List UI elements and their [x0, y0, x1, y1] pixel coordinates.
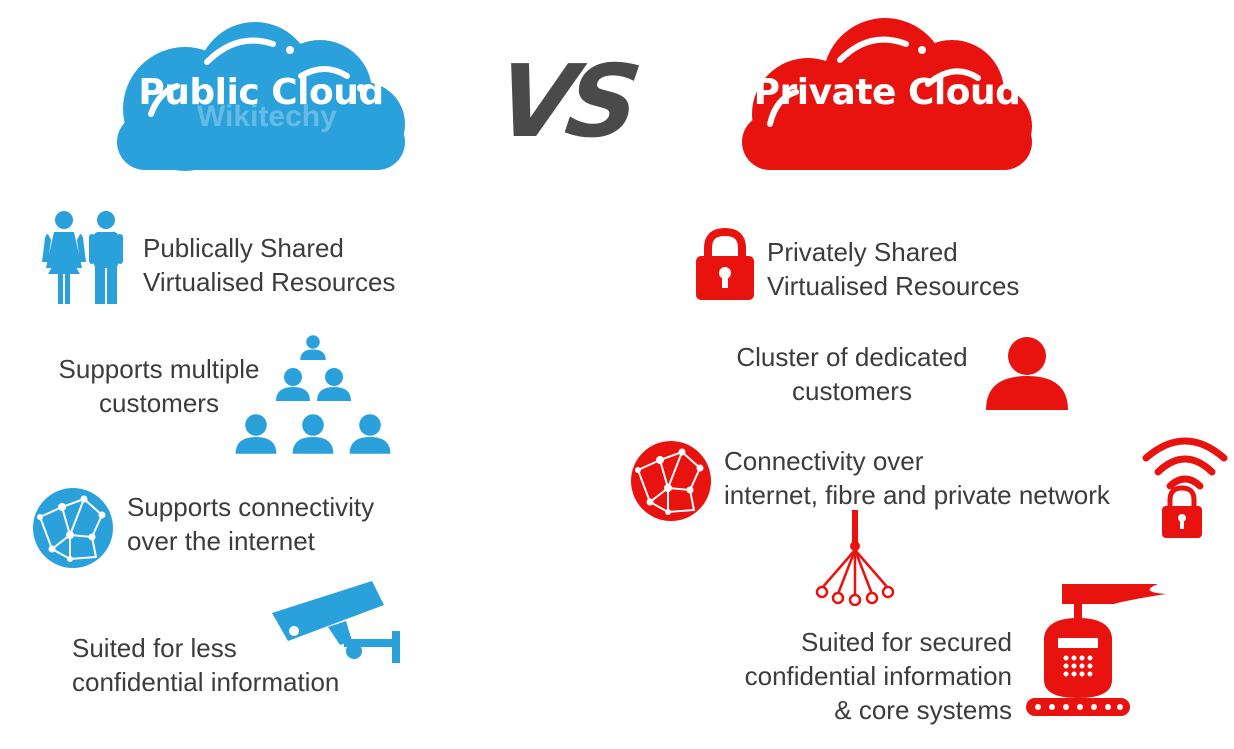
public-item-4-text: Suited for less confidential information — [72, 633, 340, 697]
globe-network-icon — [631, 441, 711, 521]
globe-network-icon — [33, 488, 113, 568]
public-item-1-text: Publically Shared Virtualised Resources — [143, 233, 396, 297]
padlock-icon — [696, 228, 754, 300]
user-icon — [986, 337, 1068, 410]
cloud-shape-private — [742, 18, 1032, 170]
private-item-3-text: Connectivity over internet, fibre and pr… — [724, 446, 1110, 510]
private-item-2-text: Cluster of dedicated customers — [736, 342, 968, 406]
public-item-3-text: Supports connectivity over the internet — [127, 492, 375, 556]
group-pyramid-icon — [235, 335, 391, 454]
public-item-2-text: Supports multiple customers — [58, 354, 260, 418]
people-icon — [42, 211, 123, 304]
wifi-lock-icon — [1142, 437, 1228, 538]
private-item-4-text: Suited for secured confidential informat… — [744, 627, 1012, 725]
vs-label: VS — [489, 43, 640, 160]
public-cloud-badge: Wikitechy Public Cloud — [115, 14, 407, 174]
knight-helmet-icon — [1026, 584, 1166, 716]
security-camera-icon — [272, 581, 400, 663]
cloud-shape-public — [117, 22, 405, 171]
private-cloud-title: Private Cloud — [753, 72, 1021, 113]
public-cloud-title: Public Cloud — [138, 72, 384, 113]
fibre-optic-icon — [815, 510, 895, 606]
private-cloud-badge: Private Cloud — [740, 14, 1034, 174]
watermark-text: Wikitechy — [197, 100, 337, 133]
private-item-1-text: Privately Shared Virtualised Resources — [767, 237, 1020, 301]
